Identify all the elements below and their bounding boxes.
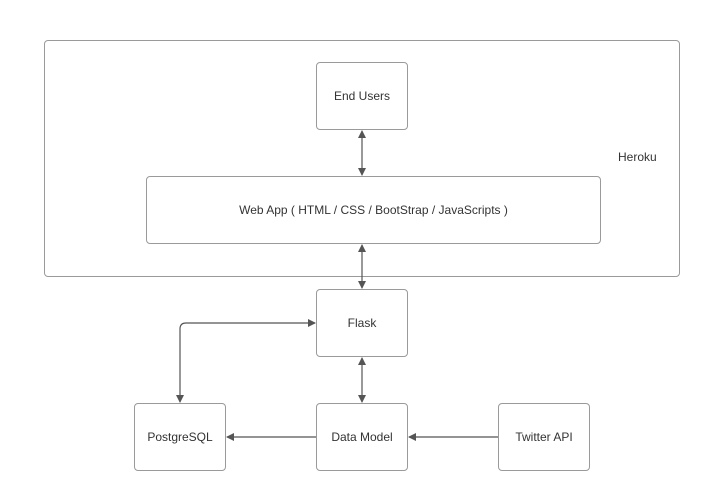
node-end-users: End Users [316, 62, 408, 130]
node-web-app-label: Web App ( HTML / CSS / BootStrap / JavaS… [239, 203, 508, 217]
node-web-app: Web App ( HTML / CSS / BootStrap / JavaS… [146, 176, 601, 244]
node-twitter-api: Twitter API [498, 403, 590, 471]
node-flask-label: Flask [347, 316, 377, 330]
node-end-users-label: End Users [333, 89, 391, 103]
node-postgresql: PostgreSQL [134, 403, 226, 471]
node-flask: Flask [316, 289, 408, 357]
heroku-region-label: Heroku [618, 150, 657, 164]
node-twitter-api-label: Twitter API [515, 430, 573, 444]
edge-flask-postgresql [176, 319, 316, 403]
node-postgresql-label: PostgreSQL [147, 430, 213, 444]
node-data-model: Data Model [316, 403, 408, 471]
node-data-model-label: Data Model [331, 430, 393, 444]
